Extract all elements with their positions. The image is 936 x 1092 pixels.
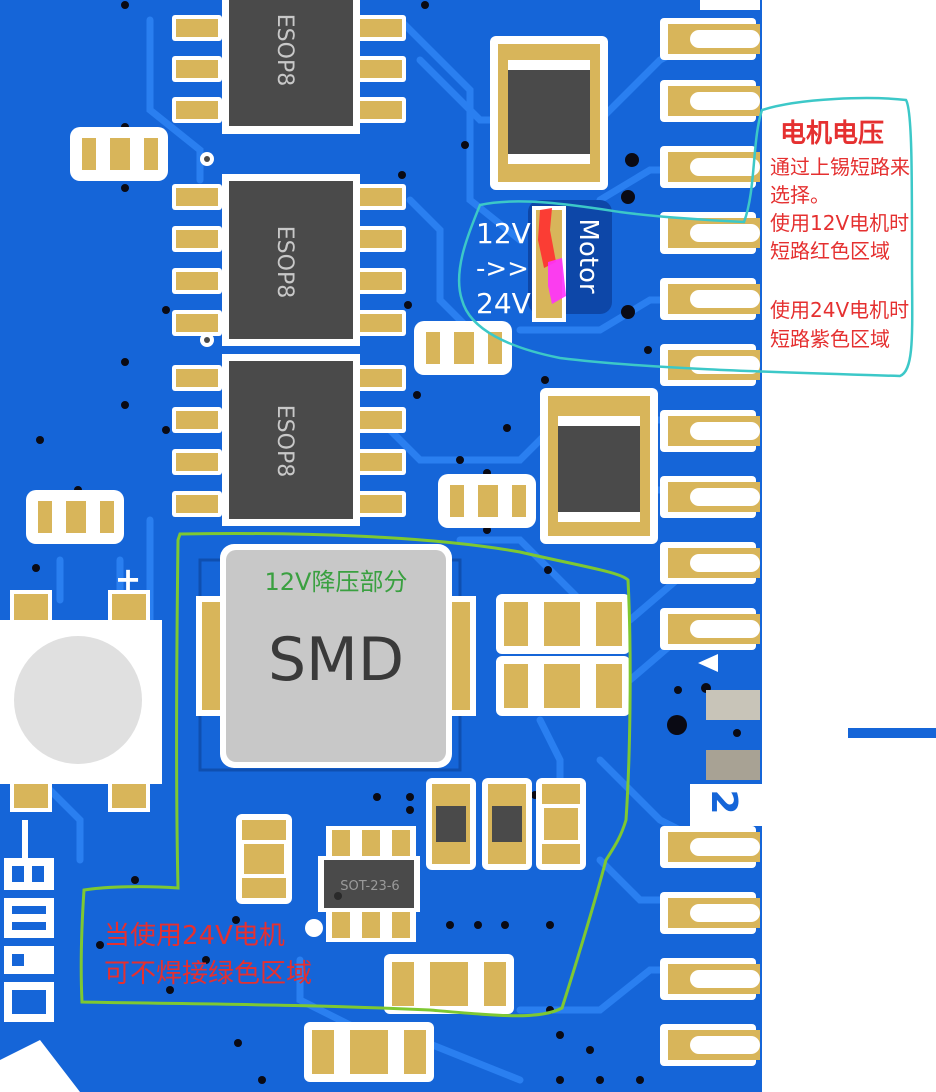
- magenta-mark: [548, 258, 566, 304]
- bottom-capacitors: [304, 954, 514, 1082]
- motor-voltage-line-2: 选择。: [770, 183, 830, 207]
- capacitors: [26, 127, 536, 544]
- pin-label-box: [690, 784, 762, 826]
- motor-voltage-line-1: 通过上锡短路来: [770, 155, 910, 179]
- motor-voltage-line-3: 使用12V电机时: [770, 211, 909, 235]
- chip-u2: [172, 152, 406, 346]
- motor-voltage-outline: [457, 96, 914, 378]
- motor-voltage-line-4: 短路红色区域: [770, 239, 890, 263]
- plus-marking: +: [115, 560, 142, 598]
- logo-silkscreen: [0, 858, 80, 1092]
- resistors: [236, 778, 586, 904]
- tactile-switch: [0, 590, 162, 812]
- motor-voltage-line-7: 短路紫色区域: [770, 327, 890, 351]
- jumper-12v-label: 12V: [476, 217, 531, 250]
- buck-title: 12V降压部分: [265, 568, 408, 596]
- motor-voltage-line-6: 使用24V电机时: [770, 298, 909, 322]
- buck-capacitors: [496, 594, 630, 716]
- chip-u1: [172, 0, 406, 134]
- power-inductor-1: [490, 36, 608, 190]
- pad-marker-2: [706, 750, 760, 780]
- motor-voltage-notes: 通过上锡短路来 选择。 使用12V电机时 短路红色区域 使用24V电机时 短路紫…: [770, 155, 910, 351]
- pad-marker-1: [706, 690, 760, 720]
- voltage-jumper: [528, 200, 612, 322]
- regulator-label: SOT-23-6: [340, 879, 399, 894]
- chip-u2-label: ESOP8: [272, 226, 297, 298]
- silk-line: [22, 820, 28, 858]
- buck-green-outline: [79, 532, 632, 1018]
- chip-u3-label: ESOP8: [272, 405, 297, 477]
- jumper-motor-label: Motor: [573, 218, 603, 293]
- pin1-triangle: [698, 654, 718, 672]
- inductor-label: SMD: [268, 625, 404, 695]
- vias: [32, 1, 741, 1084]
- power-inductor-2: [540, 388, 658, 544]
- buck-inductor: [196, 544, 476, 768]
- buck-note-line-1: 当使用24V电机: [104, 921, 285, 951]
- buck-note-line-2: 可不焊接绿色区域: [104, 959, 312, 989]
- motor-voltage-title: 电机电压: [780, 119, 884, 149]
- sot23-regulator: [305, 826, 420, 942]
- antenna-trace: [848, 728, 936, 738]
- chip-u3: [172, 333, 406, 526]
- chip-u1-label: ESOP8: [272, 14, 297, 86]
- pin-label: 2: [703, 789, 744, 814]
- red-mark: [538, 208, 556, 268]
- jumper-24v-label: 24V: [476, 287, 531, 320]
- jumper-arrow: ->>: [476, 254, 529, 284]
